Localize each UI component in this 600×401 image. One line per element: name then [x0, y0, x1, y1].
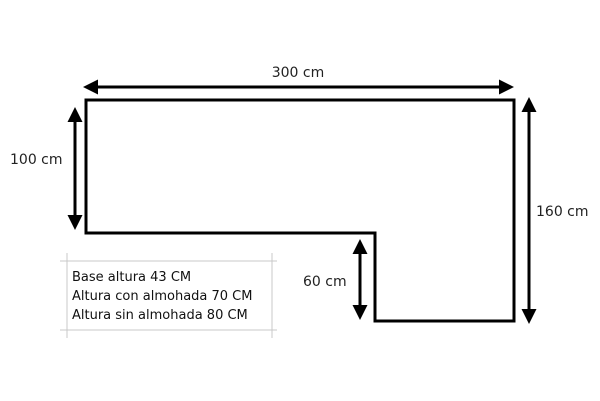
step-dimension-label: 60 cm [303, 274, 347, 290]
spec-height-without-cushion: Altura sin almohada 80 CM [72, 308, 248, 323]
sofa-outline [84, 98, 516, 323]
top-dimension-label: 300 cm [272, 65, 325, 81]
right-dimension-label: 160 cm [536, 204, 589, 220]
spec-base-height: Base altura 43 CM [72, 270, 191, 285]
spec-height-with-cushion: Altura con almohada 70 CM [72, 289, 252, 304]
spec-box: Base altura 43 CM Altura con almohada 70… [60, 253, 277, 338]
left-dimension-label: 100 cm [10, 152, 63, 168]
